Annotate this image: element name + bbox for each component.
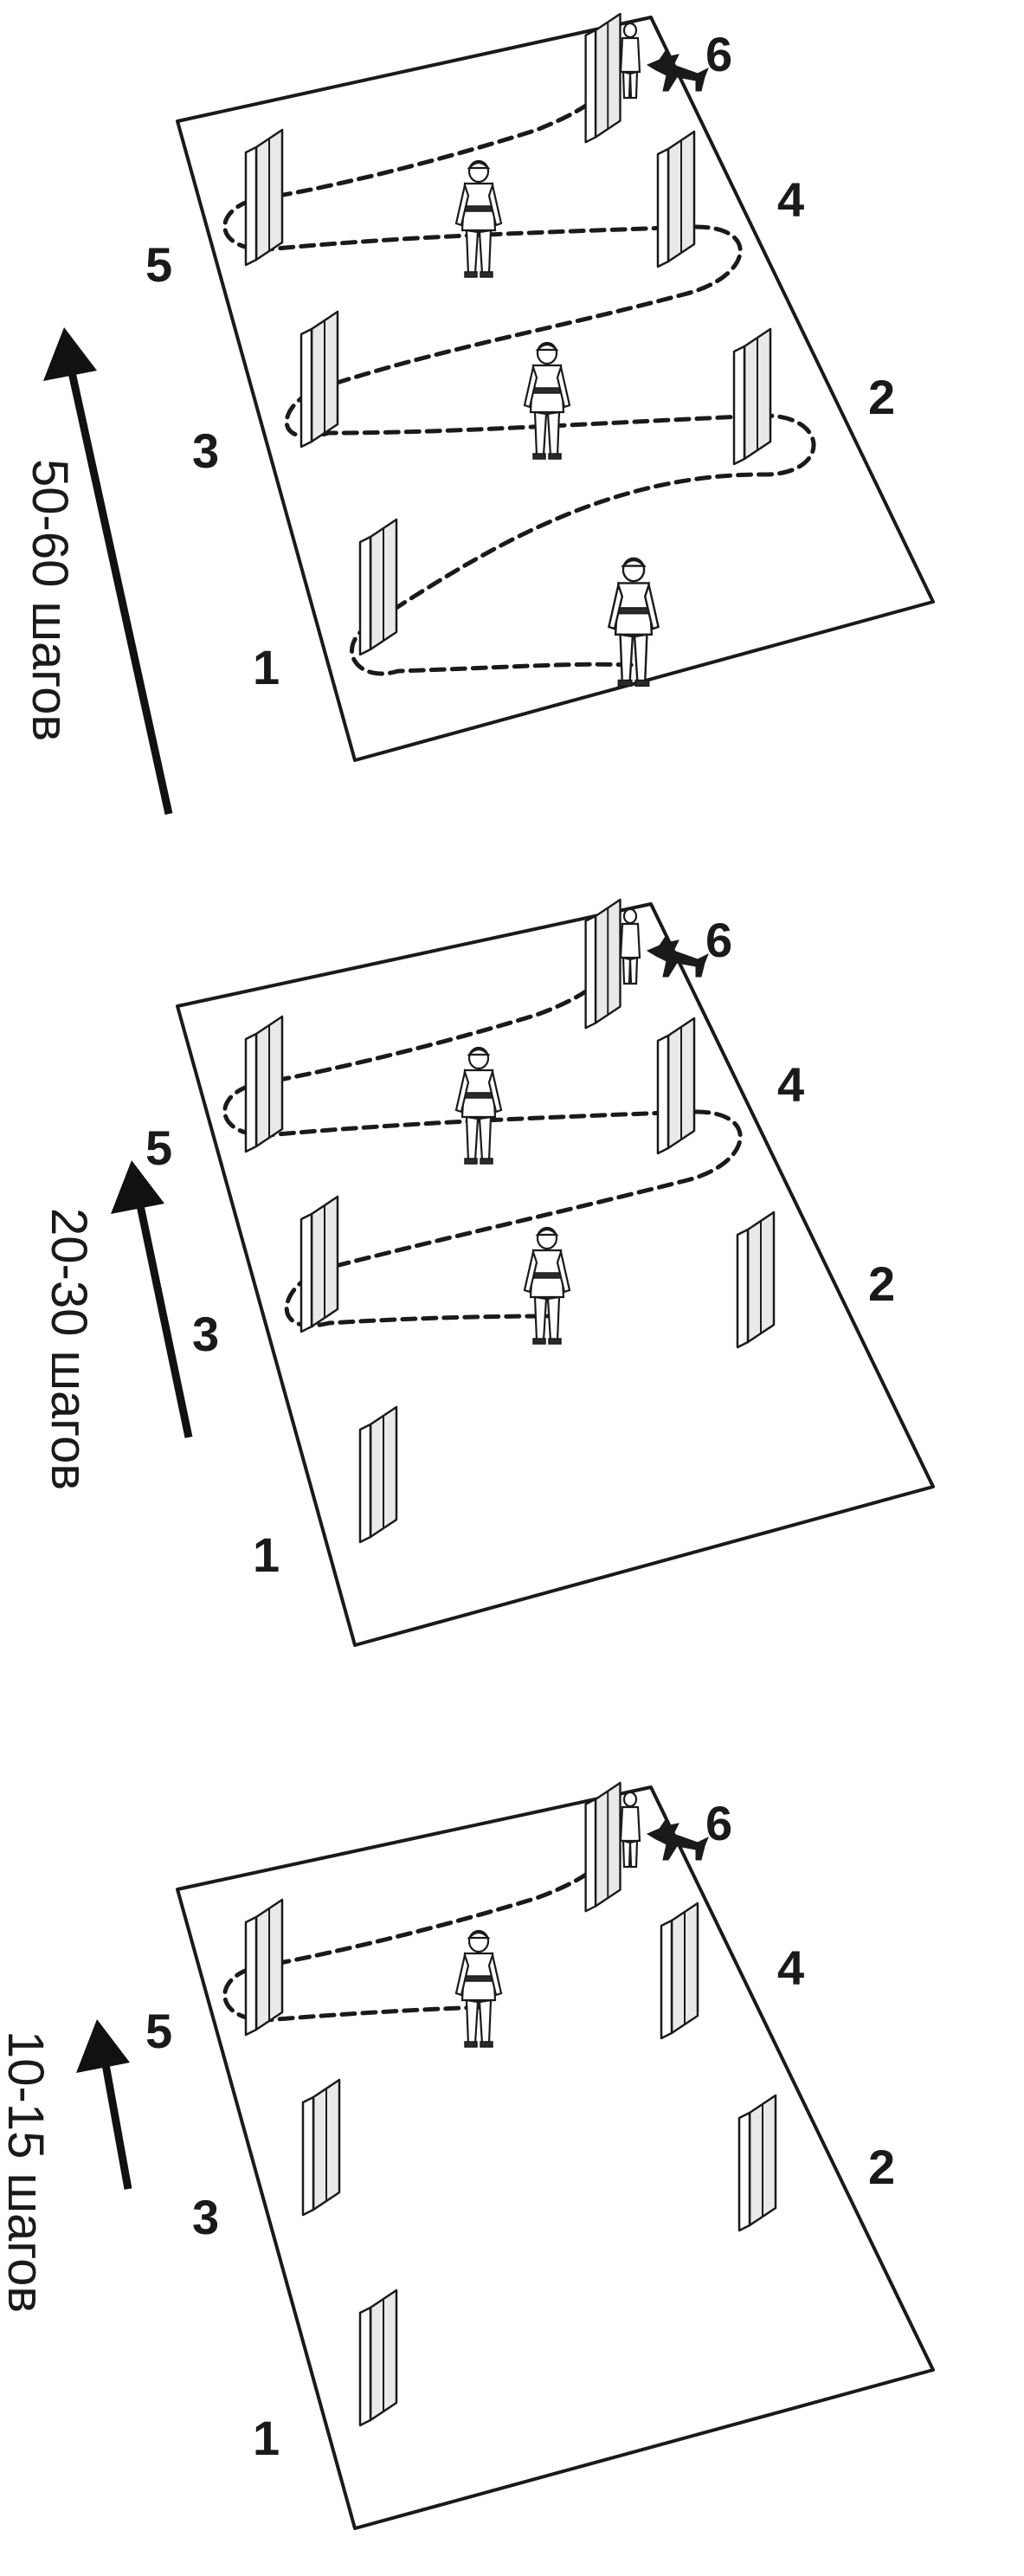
blind-2 xyxy=(736,1211,776,1349)
blind-label-2: 2 xyxy=(868,1256,895,1311)
blind-6 xyxy=(584,1781,621,1913)
distance-label: 50-60 шагов xyxy=(22,459,78,741)
blind-label-3: 3 xyxy=(192,423,219,478)
blind-2 xyxy=(737,2094,777,2232)
blind-label-5: 5 xyxy=(145,1120,172,1175)
blind-1 xyxy=(358,518,398,656)
distance-label: 20-30 шагов xyxy=(41,1208,97,1490)
blind-5 xyxy=(244,1015,284,1153)
blind-label-3: 3 xyxy=(192,1307,219,1361)
distance-arrow xyxy=(43,327,173,815)
distance-arrow xyxy=(76,2019,132,2190)
blind-4 xyxy=(656,1017,696,1155)
panel-1: 6 4 5 2 3 1 50-60 шагов xyxy=(22,12,935,815)
blind-label-1: 1 xyxy=(253,640,280,694)
blind-6 xyxy=(584,12,621,144)
search-field xyxy=(176,1785,935,2530)
blind-2 xyxy=(732,327,772,466)
blind-label-1: 1 xyxy=(253,1527,280,1582)
distance-arrow xyxy=(111,1160,193,1438)
panel-3: 6 4 5 2 3 1 10-15 шагов xyxy=(0,1781,935,2530)
blind-label-5: 5 xyxy=(145,237,172,292)
blind-1 xyxy=(358,2289,398,2427)
blind-label-1: 1 xyxy=(253,2411,280,2465)
blind-5 xyxy=(244,1898,284,2037)
blind-1 xyxy=(358,1405,398,1544)
blind-3 xyxy=(299,310,339,449)
blind-label-6: 6 xyxy=(705,27,732,81)
blind-label-5: 5 xyxy=(145,2004,172,2058)
blind-4 xyxy=(660,1901,699,2040)
blind-label-4: 4 xyxy=(777,1940,804,1995)
blind-6 xyxy=(584,898,621,1030)
blind-4 xyxy=(656,130,696,268)
search-route xyxy=(222,919,743,1328)
blind-label-3: 3 xyxy=(192,2190,219,2244)
blind-label-4: 4 xyxy=(777,1057,804,1112)
blind-label-6: 6 xyxy=(705,1796,732,1850)
blind-5 xyxy=(244,128,284,267)
blind-3 xyxy=(301,2078,341,2217)
blind-label-2: 2 xyxy=(868,2140,895,2194)
blind-label-6: 6 xyxy=(705,913,732,967)
distance-label: 10-15 шагов xyxy=(0,2030,54,2313)
panel-2: 6 4 5 2 3 1 20-30 шагов xyxy=(41,898,935,1647)
blind-3 xyxy=(299,1195,339,1333)
blind-label-2: 2 xyxy=(868,370,895,424)
blind-label-4: 4 xyxy=(777,172,804,227)
